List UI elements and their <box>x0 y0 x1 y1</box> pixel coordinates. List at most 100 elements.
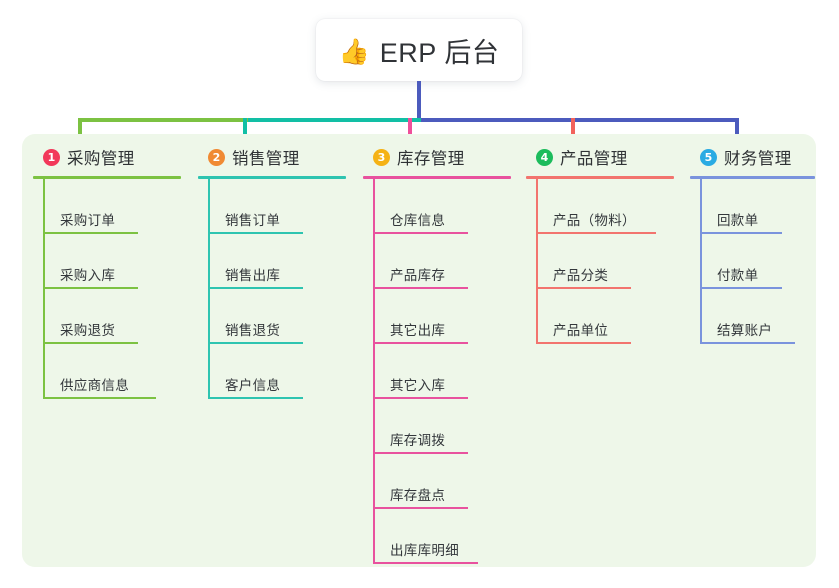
connector-drop-2 <box>243 118 247 144</box>
column-title-2: 销售管理 <box>232 150 300 168</box>
menu-item-rule <box>536 342 631 344</box>
menu-item-label: 产品库存 <box>390 268 446 283</box>
column-title-4: 产品管理 <box>560 150 628 168</box>
connector-drop-4 <box>571 118 575 144</box>
menu-item-rule <box>208 342 303 344</box>
column-spine-3 <box>373 179 375 564</box>
menu-item-label: 产品单位 <box>553 323 609 338</box>
column-badge-2: 2 <box>208 148 225 166</box>
column-body-2: 销售订单销售出库销售退货客户信息 <box>198 179 346 399</box>
menu-item-label: 采购入库 <box>60 268 116 283</box>
menu-item[interactable]: 采购订单 <box>33 179 181 234</box>
menu-item-rule <box>700 287 782 289</box>
column-badge-5: 5 <box>700 148 717 166</box>
column-badge-4: 4 <box>536 148 553 166</box>
column-title-3: 库存管理 <box>397 150 465 168</box>
menu-item-label: 库存盘点 <box>390 488 446 503</box>
connector-segment-indigo <box>421 118 736 122</box>
menu-item[interactable]: 客户信息 <box>198 344 346 399</box>
column-body-5: 回款单付款单结算账户 <box>690 179 815 344</box>
menu-item[interactable]: 供应商信息 <box>33 344 181 399</box>
column-header-4[interactable]: 4 产品管理 <box>526 144 674 170</box>
menu-item-rule <box>373 287 468 289</box>
menu-item-label: 产品分类 <box>553 268 609 283</box>
menu-item-label: 采购订单 <box>60 213 116 228</box>
menu-item[interactable]: 库存调拨 <box>363 399 511 454</box>
menu-item-rule <box>373 397 468 399</box>
menu-item[interactable]: 产品单位 <box>526 289 674 344</box>
column-2: 2 销售管理销售订单销售出库销售退货客户信息 <box>198 144 346 399</box>
column-spine-2 <box>208 179 210 399</box>
menu-item-rule <box>536 232 656 234</box>
menu-item[interactable]: 产品（物料） <box>526 179 674 234</box>
menu-item-rule <box>536 287 631 289</box>
menu-item-label: 客户信息 <box>225 378 281 393</box>
menu-item[interactable]: 其它出库 <box>363 289 511 344</box>
column-3: 3 库存管理仓库信息产品库存其它出库其它入库库存调拨库存盘点出库库明细 <box>363 144 511 564</box>
menu-item[interactable]: 库存盘点 <box>363 454 511 509</box>
menu-item-rule <box>208 287 303 289</box>
menu-item-label: 销售退货 <box>225 323 281 338</box>
column-spine-5 <box>700 179 702 344</box>
column-header-rule-5 <box>690 176 815 179</box>
menu-item[interactable]: 仓库信息 <box>363 179 511 234</box>
menu-item-rule <box>43 287 138 289</box>
column-header-rule-1 <box>33 176 181 179</box>
connector-drop-5 <box>735 118 739 144</box>
column-1: 1 采购管理采购订单采购入库采购退货供应商信息 <box>33 144 181 399</box>
column-header-rule-4 <box>526 176 674 179</box>
column-header-1[interactable]: 1 采购管理 <box>33 144 181 170</box>
menu-item-label: 销售出库 <box>225 268 281 283</box>
menu-item[interactable]: 采购退货 <box>33 289 181 344</box>
menu-item-label: 库存调拨 <box>390 433 446 448</box>
column-badge-1: 1 <box>43 148 60 166</box>
menu-item-rule <box>373 232 468 234</box>
menu-item-rule <box>373 342 468 344</box>
column-header-rule-3 <box>363 176 511 179</box>
menu-item[interactable]: 产品库存 <box>363 234 511 289</box>
menu-item-rule <box>700 342 795 344</box>
column-badge-3: 3 <box>373 148 390 166</box>
root-title-card[interactable]: 👍 ERP 后台 <box>316 19 522 81</box>
menu-item[interactable]: 出库库明细 <box>363 509 511 564</box>
menu-item-label: 结算账户 <box>717 323 773 338</box>
menu-item[interactable]: 采购入库 <box>33 234 181 289</box>
menu-item-label: 采购退货 <box>60 323 116 338</box>
menu-item-rule <box>700 232 782 234</box>
menu-item-label: 销售订单 <box>225 213 281 228</box>
menu-item-rule <box>208 397 303 399</box>
menu-item[interactable]: 销售退货 <box>198 289 346 344</box>
connector-segment-teal <box>248 118 421 122</box>
column-spine-1 <box>43 179 45 399</box>
menu-item[interactable]: 其它入库 <box>363 344 511 399</box>
column-body-4: 产品（物料） 产品分类产品单位 <box>526 179 674 344</box>
menu-item-label: 出库库明细 <box>390 543 459 558</box>
menu-item[interactable]: 产品分类 <box>526 234 674 289</box>
connector-drop-3 <box>408 118 412 144</box>
column-title-1: 采购管理 <box>67 150 135 168</box>
menu-item[interactable]: 付款单 <box>690 234 815 289</box>
menu-item-rule <box>43 232 138 234</box>
menu-item-rule <box>208 232 303 234</box>
column-header-2[interactable]: 2 销售管理 <box>198 144 346 170</box>
menu-item-rule <box>373 452 468 454</box>
menu-item[interactable]: 销售出库 <box>198 234 346 289</box>
menu-item-rule <box>43 342 138 344</box>
column-body-3: 仓库信息产品库存其它出库其它入库库存调拨库存盘点出库库明细 <box>363 179 511 564</box>
column-spine-4 <box>536 179 538 344</box>
menu-item[interactable]: 回款单 <box>690 179 815 234</box>
page-title: ERP 后台 <box>379 37 500 68</box>
menu-item-label: 回款单 <box>717 213 759 228</box>
connector-drop-1 <box>78 118 82 144</box>
menu-item[interactable]: 销售订单 <box>198 179 346 234</box>
menu-item-rule <box>43 397 156 399</box>
content-panel <box>22 134 816 567</box>
column-header-3[interactable]: 3 库存管理 <box>363 144 511 170</box>
menu-item[interactable]: 结算账户 <box>690 289 815 344</box>
thumbs-up-icon: 👍 <box>338 36 370 66</box>
column-4: 4 产品管理产品（物料） 产品分类产品单位 <box>526 144 674 344</box>
menu-item-label: 付款单 <box>717 268 759 283</box>
